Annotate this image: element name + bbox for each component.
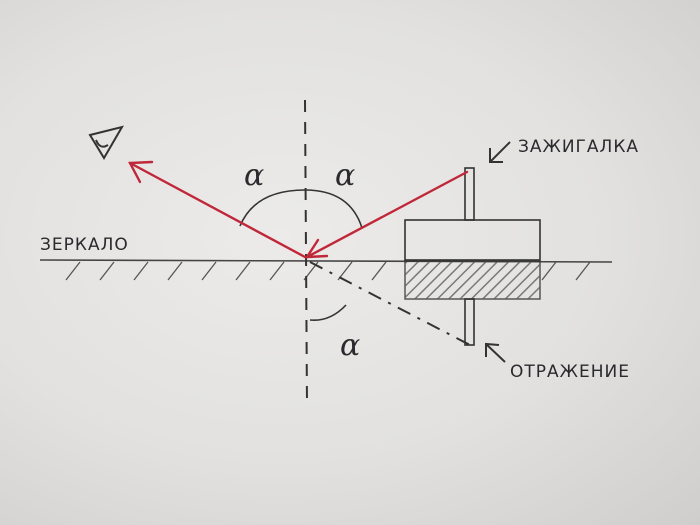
reflected-ray bbox=[128, 161, 307, 259]
hatch-mark bbox=[201, 261, 217, 281]
angle-arc-virtual bbox=[309, 304, 347, 322]
eye-icon bbox=[88, 125, 125, 160]
reflection-pointer-arrow bbox=[485, 342, 506, 363]
hatch-mark bbox=[269, 261, 285, 281]
angle-label-left: α bbox=[244, 158, 264, 193]
angle-label-right: α bbox=[335, 158, 355, 193]
hatch-mark bbox=[65, 261, 81, 281]
hatch-mark bbox=[541, 261, 557, 281]
incident-arrowhead bbox=[304, 238, 329, 259]
angle-label-bottom: α bbox=[340, 328, 360, 363]
mirror-label: ЗЕРКАЛО bbox=[40, 235, 129, 255]
hatch-mark bbox=[133, 261, 149, 281]
lighter-drawing bbox=[404, 167, 541, 261]
hatch-mark bbox=[99, 261, 115, 281]
angle-arc-reflection bbox=[239, 189, 306, 227]
reflection-drawing bbox=[404, 260, 541, 346]
reflection-label: ОТРАЖЕНИЕ bbox=[510, 362, 630, 382]
lighter-label: ЗАЖИГАЛКА bbox=[518, 137, 639, 157]
virtual-ray bbox=[309, 261, 471, 346]
angle-arc-incidence bbox=[304, 189, 363, 229]
hatch-mark bbox=[235, 261, 251, 281]
hatch-mark bbox=[371, 261, 387, 281]
incident-ray bbox=[305, 170, 469, 259]
light-rays bbox=[128, 160, 469, 259]
lighter-pointer-arrow bbox=[489, 141, 511, 163]
normal-line bbox=[304, 99, 308, 406]
hatch-mark bbox=[167, 261, 183, 281]
hatch-mark bbox=[575, 261, 591, 281]
reflected-arrowhead bbox=[128, 160, 154, 184]
